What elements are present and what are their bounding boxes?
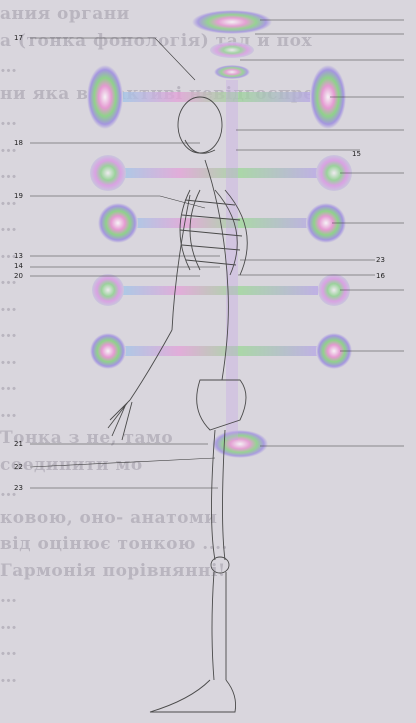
knee <box>211 557 229 573</box>
label-16: 16 <box>376 272 385 280</box>
solar-bar <box>120 286 318 295</box>
head-left-disc <box>87 65 123 129</box>
tibia <box>212 572 226 680</box>
pelvis <box>197 380 246 430</box>
throat-left-disc <box>90 155 126 191</box>
crown-chakra-disc <box>192 10 272 34</box>
label-13: 13 <box>14 252 23 260</box>
arm-lower <box>130 330 172 400</box>
brow-chakra-disc <box>214 65 250 79</box>
foot <box>150 680 236 712</box>
head-bar <box>120 92 312 102</box>
heart-left-disc <box>98 203 138 243</box>
label-23-left: 23 <box>14 484 23 492</box>
solar-left-disc <box>92 274 124 306</box>
hand <box>108 400 132 440</box>
jaw <box>185 140 215 153</box>
callout-lines <box>30 20 404 488</box>
label-23-right: 23 <box>376 256 385 264</box>
root-chakra-disc <box>212 430 268 458</box>
sacral-left-disc <box>90 333 126 369</box>
label-15: 15 <box>352 150 361 158</box>
label-17: 17 <box>14 34 23 42</box>
label-20: 20 <box>14 272 23 280</box>
central-channel <box>226 80 238 440</box>
crown-chakra-funnel <box>210 42 254 58</box>
skull <box>178 97 222 153</box>
label-19: 19 <box>14 192 23 200</box>
sacral-bar <box>120 346 318 356</box>
throat-bar <box>120 168 318 178</box>
label-14: 14 <box>14 262 23 270</box>
label-21: 21 <box>14 440 23 448</box>
label-18: 18 <box>14 139 23 147</box>
label-22: 22 <box>14 463 23 471</box>
heart-bar <box>130 218 314 228</box>
